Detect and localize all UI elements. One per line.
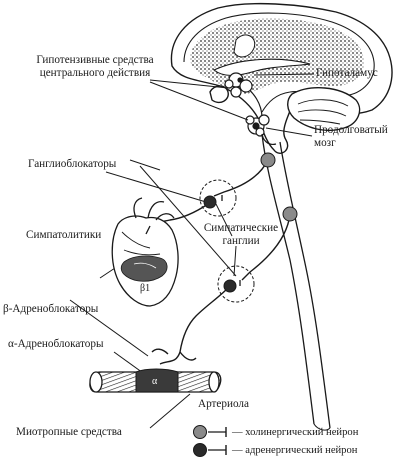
hypothalamus-cluster [224,72,253,98]
label-hypotensive-central-line2: центрального действия [39,67,151,79]
label-hypothalamus: Гипоталамус [316,67,378,79]
brain-dotted-region [190,18,364,94]
medulla-cluster [245,114,270,137]
label-arteriole: Артериола [198,398,249,410]
pituitary [209,85,229,104]
heart [111,197,179,307]
label-hypotensive-central-line1: Гипотензивные средства [36,54,154,66]
label-sympathetic-ganglia: Симпатические ганглии [196,222,286,248]
label-myotropic: Миотропные средства [16,426,122,438]
heart-dark-region [120,255,168,282]
label-medulla-line1: Продолговатый [314,124,388,136]
ganglion-1-ring [199,179,237,217]
cholinergic-neuron-body-2 [282,206,298,222]
pointer-lines [69,73,315,429]
heart-vessels [133,197,175,221]
cholinergic-neuron-body-1 [260,152,276,168]
arteriole [89,368,222,393]
label-sympathetic-ganglia-line1: Симпатические [203,222,279,234]
ventricle [233,34,256,58]
label-medulla-line2: мозг [314,137,336,149]
label-medulla: Продолговатый мозг [314,124,388,150]
legend-adrenergic-text: — адренергический нейрон [232,445,358,456]
arteriole-receptor-patch [135,368,179,393]
spinal-cord [261,133,331,431]
ganglion-2-ring [217,265,255,303]
label-beta-blockers: β-Адреноблокаторы [3,303,99,315]
label-hypotensive-central: Гипотензивные средства центрального дейс… [12,54,178,80]
label-sympatholytics: Симпатолитики [26,229,102,241]
label-alpha-receptor: α [152,376,158,387]
legend-adrenergic-marker [193,443,227,457]
adrenergic-neuron-body-2 [223,279,237,293]
label-alpha-blockers: α-Адреноблокаторы [8,338,104,350]
adrenergic-neuron-body-1 [203,195,217,209]
upper-neuron-pathway [149,159,269,227]
legend-cholinergic-text: — холинергический нейрон [232,427,359,438]
cortex-inner [183,12,375,113]
label-beta1-receptor: β1 [140,283,151,294]
legend-cholinergic-marker [193,425,227,439]
label-ganglioblockers: Ганглиоблокаторы [28,158,117,170]
label-sympathetic-ganglia-line2: ганглии [222,235,260,247]
